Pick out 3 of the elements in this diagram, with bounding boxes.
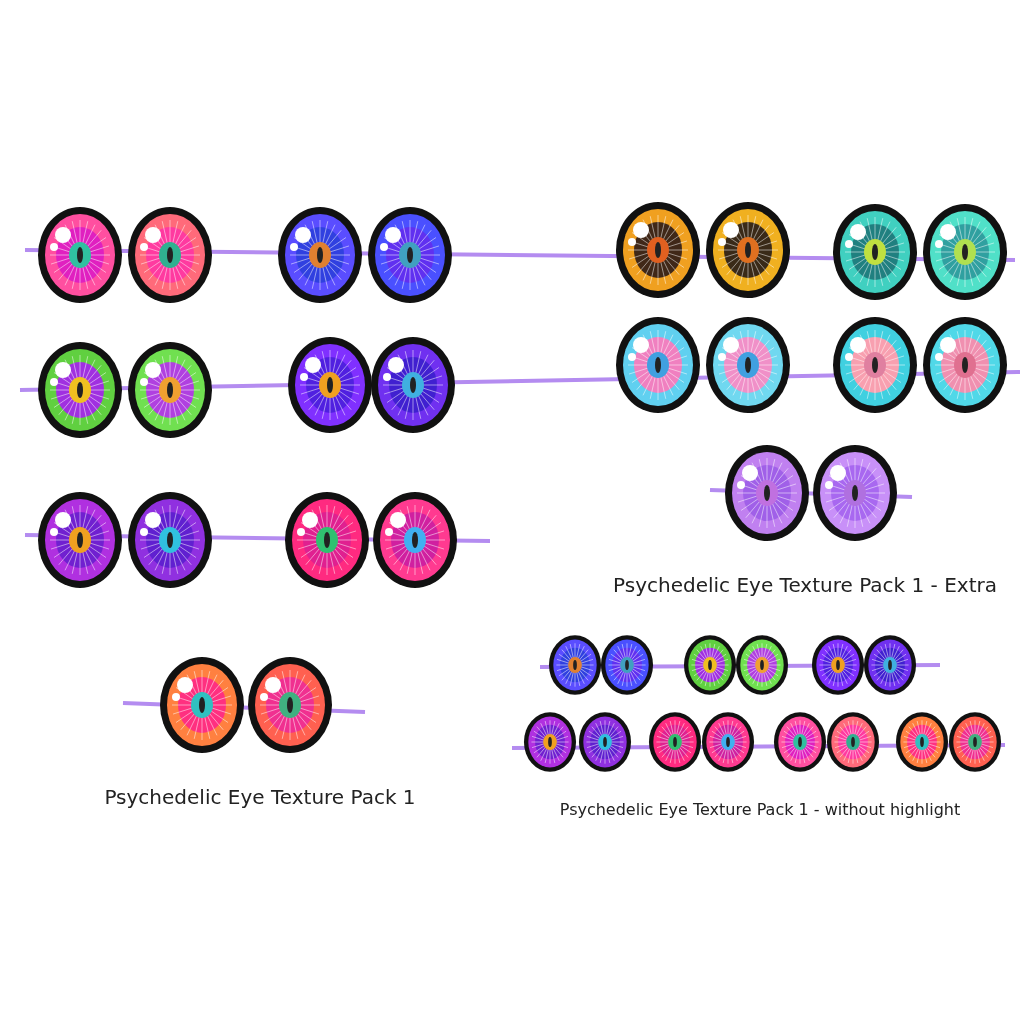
caption-text: Psychedelic Eye Texture Pack 1 - Extra bbox=[613, 573, 997, 597]
caption-text: Psychedelic Eye Texture Pack 1 - without highlight bbox=[559, 800, 961, 819]
caption-text: Psychedelic Eye Texture Pack 1 bbox=[104, 785, 416, 809]
